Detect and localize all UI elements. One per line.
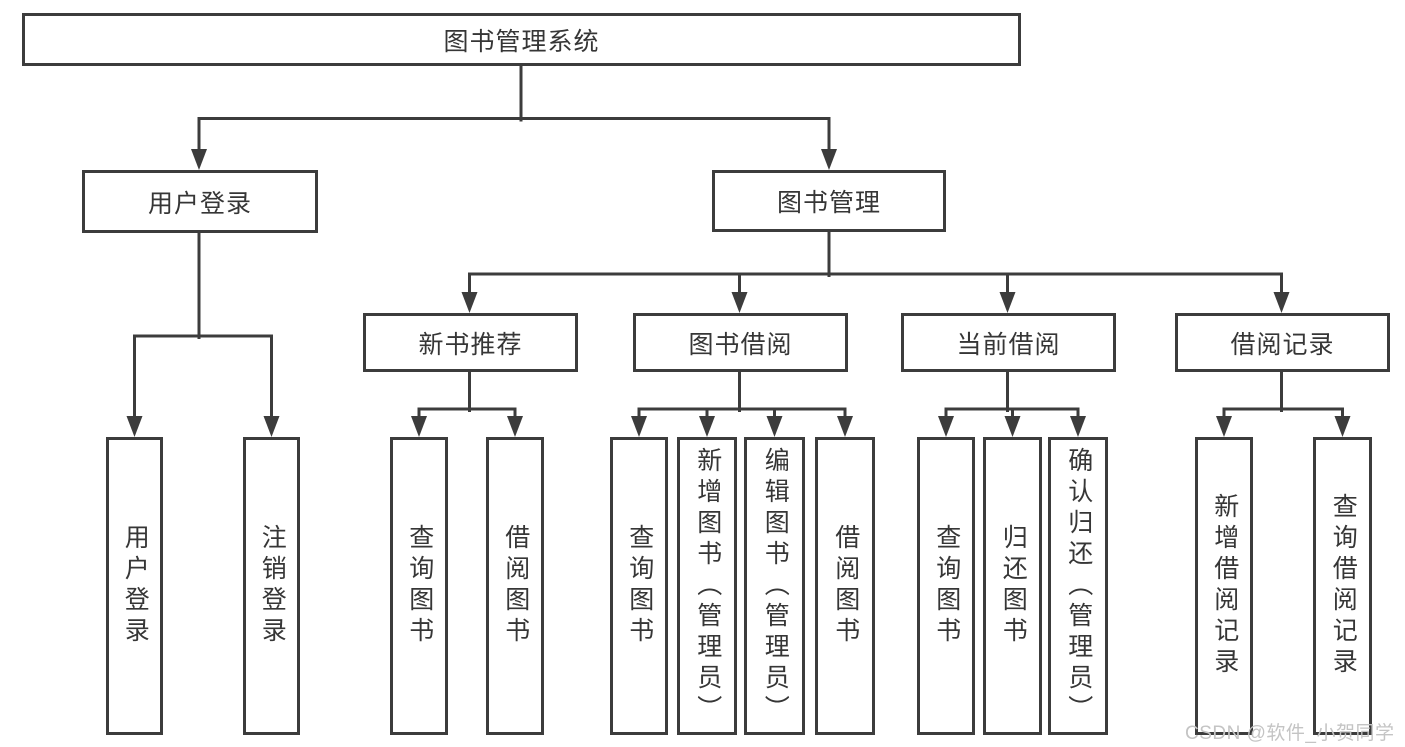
node-label: 确认归还（管理员）: [1064, 446, 1093, 726]
node-logout: 注销登录: [243, 437, 300, 735]
node-book-management: 图书管理: [712, 170, 946, 232]
node-new-book-recommendation: 新书推荐: [363, 313, 578, 372]
node-library-management-system: 图书管理系统: [22, 13, 1021, 66]
node-label: 新书推荐: [418, 330, 523, 359]
csdn-watermark: CSDN @软件_小贺同学: [1185, 723, 1395, 744]
node-label: 图书管理系统: [443, 27, 600, 56]
node-label: 借阅图书: [501, 524, 530, 648]
node-add-borrow-record: 新增借阅记录: [1195, 437, 1253, 735]
node-label: 借阅记录: [1230, 330, 1335, 359]
node-label: 归还图书: [999, 524, 1028, 648]
node-label: 查询图书: [625, 524, 654, 648]
node-label: 借阅图书: [831, 524, 860, 648]
node-query-books-borrowing: 查询图书: [610, 437, 668, 735]
node-label: 用户登录: [147, 189, 252, 218]
node-label: 图书借阅: [688, 330, 793, 359]
node-label: 编辑图书（管理员）: [761, 446, 790, 726]
node-label: 查询图书: [405, 524, 434, 648]
node-current-borrowing: 当前借阅: [901, 313, 1116, 372]
node-user-login-branch: 用户登录: [82, 170, 318, 233]
node-confirm-return-admin: 确认归还（管理员）: [1048, 437, 1108, 735]
node-return-books: 归还图书: [983, 437, 1042, 735]
node-borrow-books: 借阅图书: [815, 437, 875, 735]
node-query-books-current: 查询图书: [917, 437, 975, 735]
arrowheads: [126, 149, 1351, 437]
node-book-borrowing: 图书借阅: [633, 313, 848, 372]
node-label: 用户登录: [121, 524, 150, 648]
node-user-login: 用户登录: [106, 437, 163, 735]
node-label: 注销登录: [258, 524, 287, 648]
node-add-book-admin: 新增图书（管理员）: [677, 437, 737, 735]
node-edit-book-admin: 编辑图书（管理员）: [744, 437, 805, 735]
node-borrowing-records: 借阅记录: [1175, 313, 1390, 372]
node-label: 查询图书: [932, 524, 961, 648]
node-label: 当前借阅: [956, 330, 1061, 359]
node-query-books-recommend: 查询图书: [390, 437, 448, 735]
node-borrow-books-recommend: 借阅图书: [486, 437, 544, 735]
node-label: 查询借阅记录: [1329, 493, 1358, 679]
node-label: 新增借阅记录: [1210, 493, 1239, 679]
node-label: 图书管理: [776, 189, 881, 217]
node-label: 新增图书（管理员）: [693, 446, 722, 726]
node-query-borrow-record: 查询借阅记录: [1313, 437, 1372, 735]
